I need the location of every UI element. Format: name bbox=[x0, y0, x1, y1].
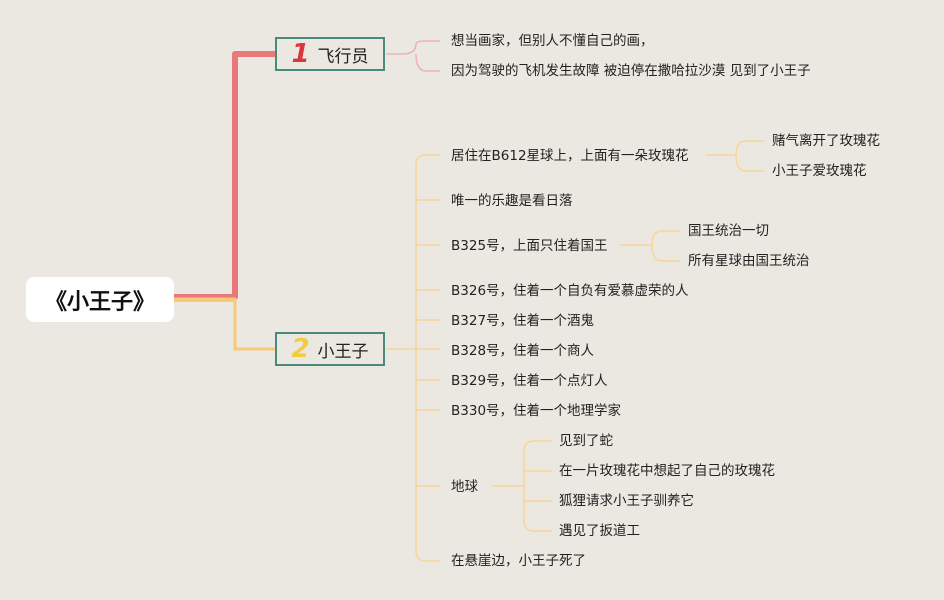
b325-bracket bbox=[620, 230, 680, 262]
prince-subitem: 赌气离开了玫瑰花 bbox=[772, 133, 880, 149]
prince-item: B328号，住着一个商人 bbox=[451, 343, 595, 359]
prince-item: B327号，住着一个酒鬼 bbox=[451, 313, 595, 329]
earth-bracket bbox=[492, 440, 552, 532]
prince-item: B330号，住着一个地理学家 bbox=[451, 403, 622, 419]
branch-node-little-prince: 2 小王子 bbox=[275, 332, 385, 366]
branch2-spine bbox=[415, 154, 440, 562]
prince-subitem: 在一片玫瑰花中想起了自己的玫瑰花 bbox=[559, 463, 775, 479]
root-node: 《小王子》 bbox=[26, 277, 174, 322]
prince-subitem: 小王子爱玫瑰花 bbox=[772, 163, 867, 179]
prince-item: 唯一的乐趣是看日落 bbox=[451, 193, 573, 209]
prince-subitem: 遇见了扳道工 bbox=[559, 523, 640, 539]
prince-item: 地球 bbox=[451, 479, 478, 495]
branch2-ticks bbox=[416, 199, 440, 487]
prince-item: B326号，住着一个自负有爱慕虚荣的人 bbox=[451, 283, 689, 299]
branch-node-pilot: 1 飞行员 bbox=[275, 37, 385, 71]
prince-item: B325号，上面只住着国王 bbox=[451, 238, 608, 254]
prince-subitem: 国王统治一切 bbox=[688, 223, 769, 239]
prince-subitem: 所有星球由国王统治 bbox=[688, 253, 810, 269]
prince-item: 在悬崖边，小王子死了 bbox=[451, 553, 586, 569]
pilot-item: 因为驾驶的飞机发生故障 被迫停在撒哈拉沙漠 见到了小王子 bbox=[451, 63, 811, 79]
pilot-item: 想当画家，但别人不懂自己的画， bbox=[451, 33, 654, 49]
prince-subitem: 见到了蛇 bbox=[559, 433, 613, 449]
branch1-bracket bbox=[386, 40, 440, 72]
branch-label-pilot: 飞行员 bbox=[317, 46, 369, 67]
b612-bracket bbox=[706, 140, 764, 172]
root-to-branch2-connector bbox=[174, 297, 275, 351]
root-title: 《小王子》 bbox=[44, 289, 155, 315]
root-to-branch1-connector bbox=[174, 51, 275, 300]
prince-subitem: 狐狸请求小王子驯养它 bbox=[559, 493, 694, 509]
branch-number-2: 2 bbox=[291, 334, 310, 364]
branch-label-little-prince: 小王子 bbox=[317, 341, 369, 362]
prince-item: B329号，住着一个点灯人 bbox=[451, 373, 608, 389]
branch-number-1: 1 bbox=[291, 39, 310, 69]
prince-item: 居住在B612星球上，上面有一朵玫瑰花 bbox=[451, 148, 689, 164]
